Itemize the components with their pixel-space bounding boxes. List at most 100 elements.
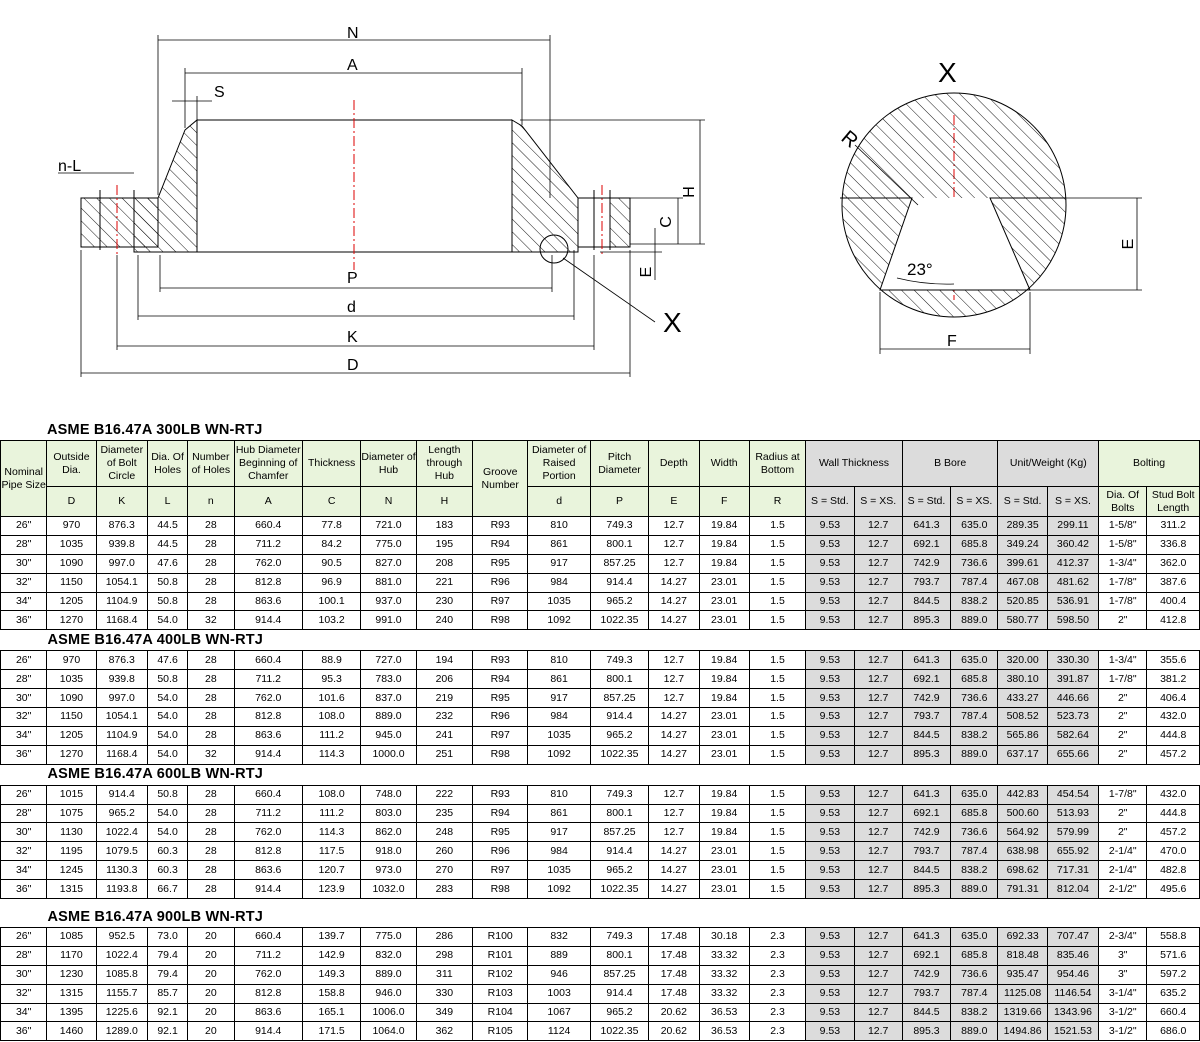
sym-a: A	[233, 486, 303, 517]
table-cell: 444.8	[1146, 803, 1200, 824]
table-cell: 28	[187, 707, 235, 727]
table-cell: 939.8	[95, 534, 148, 555]
table-cell: 9.53	[805, 841, 855, 862]
table-cell: 17.48	[648, 945, 700, 966]
table-cell: 952.5	[95, 927, 148, 947]
table-cell: 20	[187, 983, 235, 1004]
table-cell: 28	[187, 516, 235, 536]
table-cell: 1195	[46, 841, 97, 862]
table-cell: 142.9	[301, 945, 362, 966]
table-cell: 937.0	[360, 591, 417, 612]
table-cell: 298	[415, 945, 474, 966]
table-cell: 685.8	[950, 803, 999, 824]
table-cell: 641.3	[901, 784, 952, 805]
table-cell: 1521.53	[1046, 1021, 1100, 1042]
table-cell: 289.35	[997, 516, 1048, 536]
table-cell: 685.8	[950, 669, 999, 690]
table-cell: R93	[472, 784, 529, 805]
table-cell: 914.4	[95, 784, 148, 805]
label-nl: n-L	[58, 158, 81, 175]
col-outside-dia: Outside Dia.	[46, 440, 97, 487]
table-cell: 330.30	[1046, 650, 1100, 671]
table-cell: 251	[415, 744, 474, 765]
table-cell: 50.8	[146, 591, 189, 612]
label-h: H	[681, 186, 698, 198]
table-cell: 17.48	[648, 927, 700, 947]
table-cell: 34"	[0, 1002, 48, 1023]
table-cell: 12.7	[648, 803, 700, 824]
table-cell: 12.7	[648, 650, 700, 671]
table-cell: 54.0	[146, 707, 189, 727]
table-cell: 1035	[46, 669, 97, 690]
table-cell: 391.87	[1046, 669, 1100, 690]
table-cell: 66.7	[146, 879, 189, 900]
col-hub-diameter-chamfer: Hub Diameter Beginning of Chamfer	[233, 440, 303, 487]
table-cell: 742.9	[901, 688, 952, 709]
table-cell: 9.53	[805, 744, 855, 765]
table-cell: 749.3	[589, 650, 650, 671]
table-cell: 14.27	[648, 744, 700, 765]
table-cell: 1168.4	[95, 744, 148, 765]
table-cell: 12.7	[853, 1002, 903, 1023]
table-cell: 800.1	[589, 945, 650, 966]
table-cell: 34"	[0, 725, 48, 746]
sym-r: R	[748, 486, 807, 517]
table-cell: 1035	[527, 860, 591, 881]
table-cell: 954.46	[1046, 964, 1100, 985]
col-length-through-hub: Length through Hub	[415, 440, 474, 487]
table-cell: 965.2	[589, 860, 650, 881]
table-cell: 9.53	[805, 927, 855, 947]
table-cell: 9.53	[805, 669, 855, 690]
table-cell: 660.4	[1146, 1002, 1200, 1023]
table-cell: 946.0	[360, 983, 417, 1004]
table-cell: 895.3	[901, 610, 952, 631]
section-title-row: ASME B16.47A 600LB WN-RTJ	[0, 764, 1200, 786]
table-cell: 77.8	[301, 516, 362, 536]
table-cell: 433.27	[997, 688, 1048, 709]
table-cell: 9.53	[805, 945, 855, 966]
table-cell: 500.60	[997, 803, 1048, 824]
section-title: ASME B16.47A 300LB WN-RTJ	[47, 422, 263, 438]
table-cell: 23.01	[698, 744, 750, 765]
table-cell: 149.3	[301, 964, 362, 985]
table-cell: 120.7	[301, 860, 362, 881]
table-cell: 111.2	[301, 803, 362, 824]
table-cell: 9.53	[805, 688, 855, 709]
table-cell: 889.0	[950, 879, 999, 900]
table-cell: 248	[415, 822, 474, 843]
col-dia-holes: Dia. Of Holes	[146, 440, 189, 487]
table-cell: 945.0	[360, 725, 417, 746]
table-cell: 14.27	[648, 707, 700, 727]
table-cell: 1193.8	[95, 879, 148, 900]
table-cell: 889	[527, 945, 591, 966]
flange-drawing: N A S n-L H C E P d K D X X R 23° E F	[58, 25, 1142, 377]
table-cell: 28	[187, 822, 235, 843]
col-b-bore: B Bore	[901, 440, 999, 487]
table-cell: 12.7	[853, 688, 903, 709]
table-cell: 28	[187, 725, 235, 746]
table-cell: 432.0	[1146, 707, 1200, 727]
table-cell: 1.5	[748, 803, 807, 824]
table-cell: 33.32	[698, 983, 750, 1004]
table-cell: 32"	[0, 841, 48, 862]
table-cell: 1022.35	[589, 879, 650, 900]
table-cell: 876.3	[95, 650, 148, 671]
table-cell: 44.5	[146, 534, 189, 555]
table-cell: 54.0	[146, 744, 189, 765]
table-cell: 1032.0	[360, 879, 417, 900]
table-cell: 208	[415, 553, 474, 574]
table-cell: 800.1	[589, 803, 650, 824]
table-cell: 111.2	[301, 725, 362, 746]
table-cell: 28"	[0, 669, 48, 690]
table-cell: 565.86	[997, 725, 1048, 746]
table-cell: 88.9	[301, 650, 362, 671]
table-cell: 1-5/8"	[1098, 516, 1148, 536]
table-cell: 692.1	[901, 534, 952, 555]
table-cell: 299.11	[1046, 516, 1100, 536]
table-cell: R95	[472, 688, 529, 709]
